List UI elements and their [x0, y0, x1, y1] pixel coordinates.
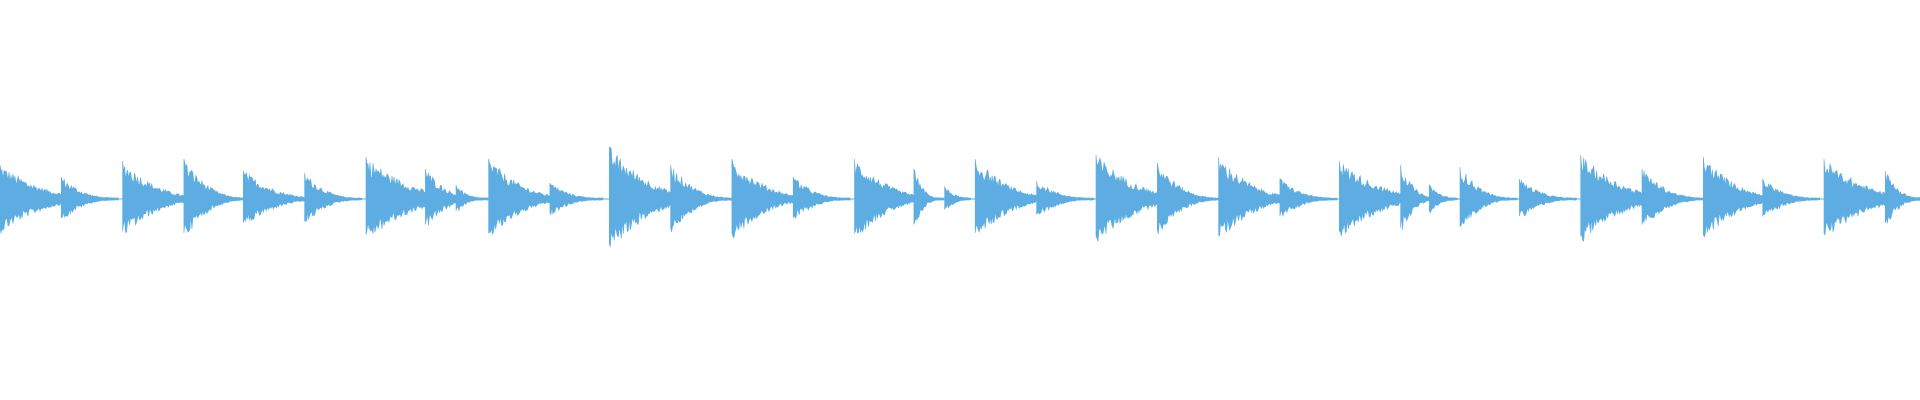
- waveform-transient: [1885, 170, 1920, 224]
- waveform-transient: [1641, 168, 1710, 225]
- waveform-transient: [455, 184, 485, 212]
- waveform-transient: [1762, 178, 1820, 218]
- waveform-transient: [854, 158, 950, 234]
- waveform-transient: [670, 164, 738, 233]
- waveform-transient: [792, 176, 851, 219]
- waveform-transient: [1459, 166, 1518, 227]
- waveform-transient: [61, 176, 119, 219]
- waveform-transient: [1429, 184, 1458, 214]
- waveform-transient: [1823, 158, 1920, 236]
- waveform-transient: [913, 168, 941, 225]
- waveform-transient: [1036, 180, 1094, 216]
- waveform-transient: [1519, 178, 1577, 217]
- waveform-transient: [1279, 178, 1338, 217]
- waveform-transient: [1157, 162, 1225, 235]
- waveform-transient: [944, 185, 971, 211]
- waveform-transient: [183, 158, 252, 234]
- waveform-transient: [549, 182, 604, 216]
- waveform-transient: [304, 172, 362, 222]
